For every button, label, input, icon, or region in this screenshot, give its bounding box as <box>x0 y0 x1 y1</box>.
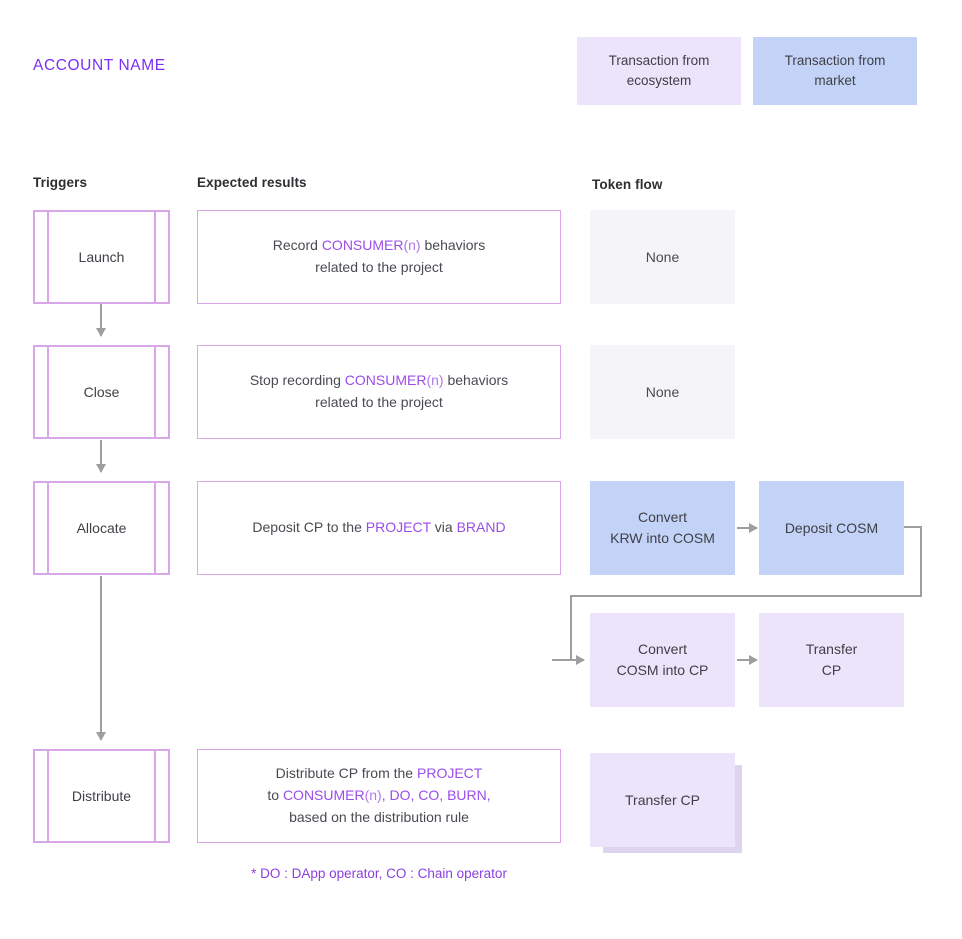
trigger-label-close: Close <box>83 384 120 400</box>
connector-segment-right-vertical <box>920 526 922 597</box>
flow-arrow-convert-cosm-to-transfer-cp <box>737 655 758 665</box>
result-highlight-brand: BRAND <box>456 519 506 536</box>
legend-market-label: Transaction from market <box>784 53 886 88</box>
trigger-label-allocate: Allocate <box>76 520 127 536</box>
legend-transaction-from-market: Transaction from market <box>753 37 917 105</box>
trigger-box-close[interactable]: Close <box>33 345 170 439</box>
trigger-box-allocate[interactable]: Allocate <box>33 481 170 575</box>
result-highlight-operators: , DO, CO, BURN, <box>381 787 491 804</box>
trigger-label-launch: Launch <box>78 249 125 265</box>
result-highlight-project: PROJECT <box>417 765 483 782</box>
flow-arrow-into-convert-cosm <box>552 655 585 665</box>
token-flow-label: None <box>645 249 680 265</box>
token-flow-label: Transfer CP <box>625 791 700 808</box>
result-text: Distribute CP from the <box>275 765 417 782</box>
result-highlight-consumer: CONSUMER <box>282 787 365 804</box>
flow-arrow-convert-krw-to-deposit-cosm <box>737 523 758 533</box>
connector-segment-left-vertical <box>570 595 572 659</box>
result-text: behaviors <box>443 372 509 389</box>
legend-ecosystem-label: Transaction from ecosystem <box>608 53 710 88</box>
expected-result-launch: Record CONSUMER(n) behaviors related to … <box>197 210 561 304</box>
column-header-token-flow: Token flow <box>592 177 663 192</box>
column-header-triggers: Triggers <box>33 175 88 190</box>
token-flow-none-launch: None <box>590 210 735 304</box>
flow-arrow-close-to-allocate <box>96 440 106 473</box>
connector-segment-middle-horizontal <box>570 595 922 597</box>
result-highlight-consumer: CONSUMER <box>321 237 404 254</box>
trigger-box-launch[interactable]: Launch <box>33 210 170 304</box>
trigger-label-distribute: Distribute <box>71 788 132 804</box>
token-flow-convert-cosm-into-cp: Convert COSM into CP <box>590 613 735 707</box>
token-flow-label: Deposit COSM <box>784 519 879 536</box>
result-text: related to the project <box>315 259 443 275</box>
token-flow-label: Convert <box>637 509 687 525</box>
result-highlight-consumer-n: (n) <box>403 237 421 254</box>
result-text: Stop recording <box>249 372 345 389</box>
token-flow-convert-krw-into-cosm: Convert KRW into COSM <box>590 481 735 575</box>
page-title: ACCOUNT NAME <box>33 57 166 74</box>
result-highlight-consumer: CONSUMER <box>344 372 427 389</box>
flow-arrow-launch-to-close <box>96 304 106 337</box>
token-flow-label: KRW into COSM <box>610 530 715 546</box>
token-flow-none-close: None <box>590 345 735 439</box>
token-flow-label: None <box>645 384 680 400</box>
token-flow-label: Convert <box>637 641 688 657</box>
result-text: behaviors <box>420 237 486 254</box>
expected-result-close: Stop recording CONSUMER(n) behaviors rel… <box>197 345 561 439</box>
result-text: to <box>267 787 283 804</box>
flow-arrow-allocate-to-distribute <box>96 576 106 741</box>
expected-result-distribute: Distribute CP from the PROJECT to CONSUM… <box>197 749 561 843</box>
result-text: Record <box>272 237 322 254</box>
result-text: via <box>430 519 457 536</box>
legend-transaction-from-ecosystem: Transaction from ecosystem <box>577 37 741 105</box>
result-text: related to the project <box>315 394 443 410</box>
expected-result-allocate: Deposit CP to the PROJECT via BRAND <box>197 481 561 575</box>
result-highlight-project: PROJECT <box>365 519 431 536</box>
token-flow-transfer-cp: Transfer CP <box>759 613 904 707</box>
token-flow-transfer-cp-distribute: Transfer CP <box>590 753 735 847</box>
footnote-operator-legend: * DO : DApp operator, CO : Chain operato… <box>251 866 507 881</box>
column-header-expected-results: Expected results <box>197 175 307 190</box>
result-highlight-consumer-n: (n) <box>426 372 444 389</box>
token-flow-label: COSM into CP <box>616 662 709 678</box>
result-highlight-consumer-n: (n) <box>364 787 382 804</box>
trigger-box-distribute[interactable]: Distribute <box>33 749 170 843</box>
connector-segment-top <box>904 526 922 528</box>
token-flow-label: Transfer <box>805 641 858 657</box>
token-flow-label: CP <box>821 662 842 678</box>
result-text: Deposit CP to the <box>252 519 366 536</box>
token-flow-deposit-cosm: Deposit COSM <box>759 481 904 575</box>
result-text: based on the distribution rule <box>289 808 469 825</box>
